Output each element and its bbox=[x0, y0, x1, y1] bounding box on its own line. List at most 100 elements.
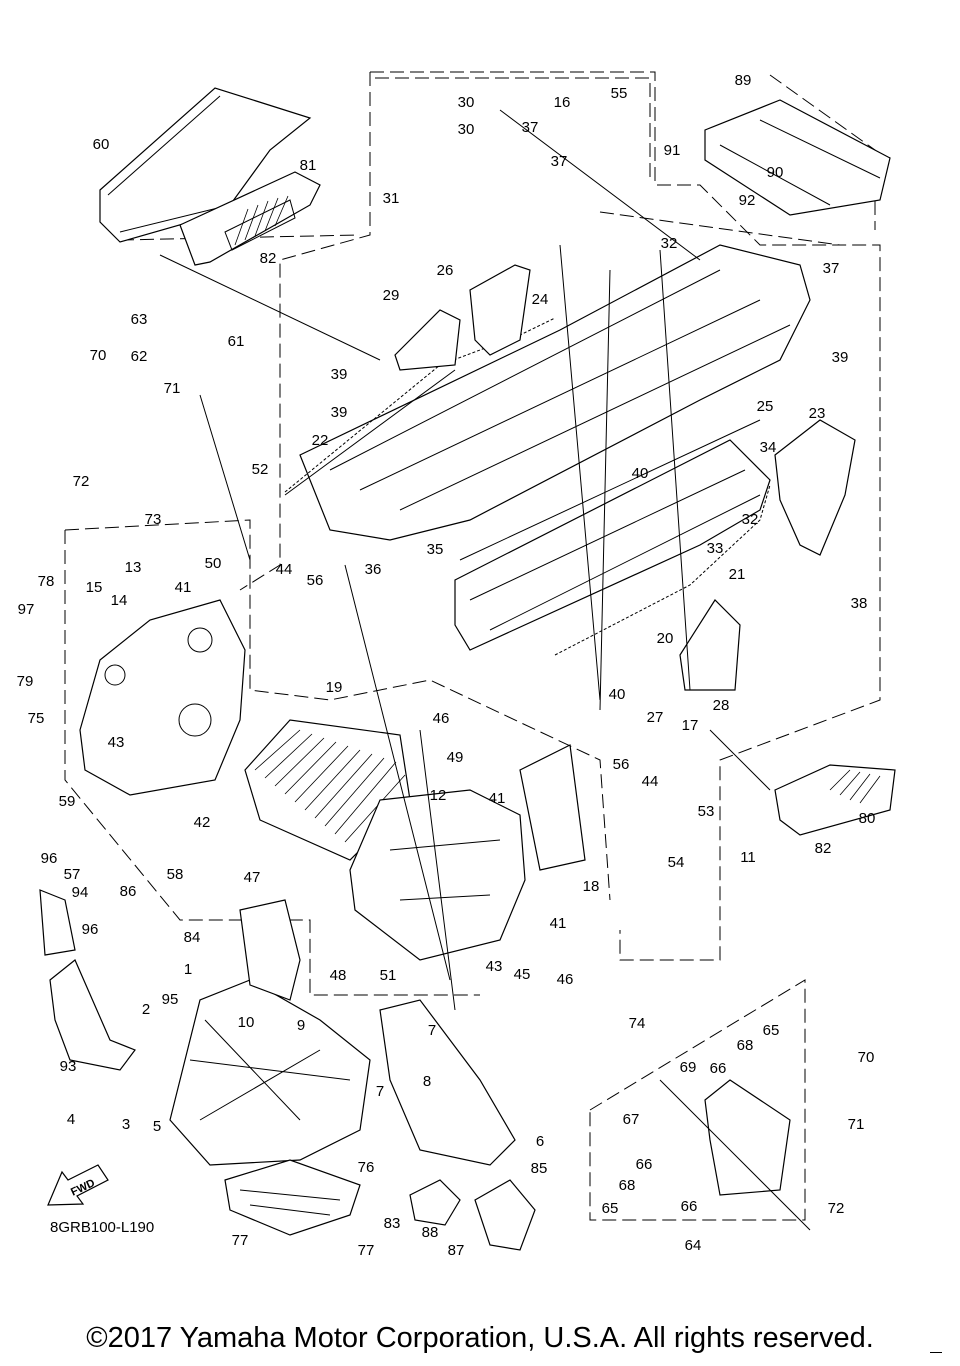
part-number-44: 44 bbox=[642, 773, 659, 790]
part-number-41: 41 bbox=[550, 915, 567, 932]
part-number-23: 23 bbox=[809, 405, 826, 422]
part-number-13: 13 bbox=[125, 559, 142, 576]
part-number-96: 96 bbox=[82, 921, 99, 938]
part-number-72: 72 bbox=[828, 1200, 845, 1217]
fwd-arrow-icon: FWD bbox=[47, 1164, 109, 1206]
part-number-47: 47 bbox=[244, 869, 261, 886]
part-number-73: 73 bbox=[145, 511, 162, 528]
part-number-91: 91 bbox=[664, 142, 681, 159]
part-number-61: 61 bbox=[228, 333, 245, 350]
part-number-83: 83 bbox=[384, 1215, 401, 1232]
part-number-76: 76 bbox=[358, 1159, 375, 1176]
part-number-41: 41 bbox=[489, 790, 506, 807]
part-number-45: 45 bbox=[514, 966, 531, 983]
part-number-43: 43 bbox=[108, 734, 125, 751]
part-number-39: 39 bbox=[832, 349, 849, 366]
part-number-3: 3 bbox=[122, 1116, 130, 1133]
part-number-35: 35 bbox=[427, 541, 444, 558]
part-number-10: 10 bbox=[238, 1014, 255, 1031]
part-number-25: 25 bbox=[757, 398, 774, 415]
part-number-60: 60 bbox=[93, 136, 110, 153]
part-number-43: 43 bbox=[486, 958, 503, 975]
part-number-82: 82 bbox=[260, 250, 277, 267]
part-number-68: 68 bbox=[737, 1037, 754, 1054]
part-number-66: 66 bbox=[636, 1156, 653, 1173]
part-number-81: 81 bbox=[300, 157, 317, 174]
part-number-32: 32 bbox=[742, 511, 759, 528]
part-number-84: 84 bbox=[184, 929, 201, 946]
assembly-boundaries bbox=[64, 71, 881, 1221]
part-number-27: 27 bbox=[647, 709, 664, 726]
drawing-code: 8GRB100-L190 bbox=[50, 1219, 155, 1236]
part-number-18: 18 bbox=[583, 878, 600, 895]
part-number-62: 62 bbox=[131, 348, 148, 365]
tunnel-frame bbox=[284, 244, 811, 651]
part-number-30: 30 bbox=[458, 121, 475, 138]
part-number-57: 57 bbox=[64, 866, 81, 883]
part-number-9: 9 bbox=[297, 1017, 305, 1034]
part-number-6: 6 bbox=[536, 1133, 544, 1150]
part-number-7: 7 bbox=[428, 1022, 436, 1039]
side-panel bbox=[519, 744, 586, 871]
snow-flap bbox=[99, 87, 312, 243]
part-number-46: 46 bbox=[433, 710, 450, 727]
part-number-66: 66 bbox=[710, 1060, 727, 1077]
part-number-21: 21 bbox=[729, 566, 746, 583]
part-number-39: 39 bbox=[331, 404, 348, 421]
part-number-49: 49 bbox=[447, 749, 464, 766]
rear-brackets bbox=[394, 264, 856, 691]
part-number-11: 11 bbox=[740, 849, 756, 866]
part-number-95: 95 bbox=[162, 991, 179, 1008]
rear-top-bracket bbox=[704, 99, 891, 216]
part-number-15: 15 bbox=[86, 579, 103, 596]
page-mark bbox=[930, 1352, 942, 1353]
part-number-82: 82 bbox=[815, 840, 832, 857]
part-number-89: 89 bbox=[735, 72, 752, 89]
part-number-77: 77 bbox=[232, 1232, 249, 1249]
part-number-7: 7 bbox=[376, 1083, 384, 1100]
part-number-41: 41 bbox=[175, 579, 192, 596]
part-number-26: 26 bbox=[437, 262, 454, 279]
part-number-64: 64 bbox=[685, 1237, 702, 1254]
part-number-93: 93 bbox=[60, 1058, 77, 1075]
part-number-17: 17 bbox=[682, 717, 699, 734]
part-number-40: 40 bbox=[632, 465, 649, 482]
part-number-54: 54 bbox=[668, 854, 685, 871]
part-number-97: 97 bbox=[18, 601, 35, 618]
part-number-69: 69 bbox=[680, 1059, 697, 1076]
part-number-80: 80 bbox=[859, 810, 876, 827]
part-number-65: 65 bbox=[763, 1022, 780, 1039]
part-number-29: 29 bbox=[383, 287, 400, 304]
part-number-59: 59 bbox=[59, 793, 76, 810]
part-number-70: 70 bbox=[90, 347, 107, 364]
part-number-90: 90 bbox=[767, 164, 784, 181]
part-number-37: 37 bbox=[551, 153, 568, 170]
part-number-5: 5 bbox=[153, 1118, 161, 1135]
part-number-75: 75 bbox=[28, 710, 45, 727]
part-number-33: 33 bbox=[707, 540, 724, 557]
part-number-50: 50 bbox=[205, 555, 222, 572]
part-number-44: 44 bbox=[276, 561, 293, 578]
footrest bbox=[774, 764, 896, 836]
part-number-63: 63 bbox=[131, 311, 148, 328]
part-number-40: 40 bbox=[609, 686, 626, 703]
part-number-22: 22 bbox=[312, 432, 329, 449]
part-number-31: 31 bbox=[383, 190, 400, 207]
part-number-77: 77 bbox=[358, 1242, 375, 1259]
part-number-85: 85 bbox=[531, 1160, 548, 1177]
part-number-38: 38 bbox=[851, 595, 868, 612]
steering-support bbox=[704, 1079, 791, 1196]
part-number-96: 96 bbox=[41, 850, 58, 867]
part-number-70: 70 bbox=[858, 1049, 875, 1066]
part-number-55: 55 bbox=[611, 85, 628, 102]
front-frame bbox=[169, 979, 371, 1166]
part-number-68: 68 bbox=[619, 1177, 636, 1194]
part-number-58: 58 bbox=[167, 866, 184, 883]
part-number-36: 36 bbox=[365, 561, 382, 578]
part-number-65: 65 bbox=[602, 1200, 619, 1217]
part-number-67: 67 bbox=[623, 1111, 640, 1128]
part-number-51: 51 bbox=[380, 967, 397, 984]
part-number-34: 34 bbox=[760, 439, 777, 456]
